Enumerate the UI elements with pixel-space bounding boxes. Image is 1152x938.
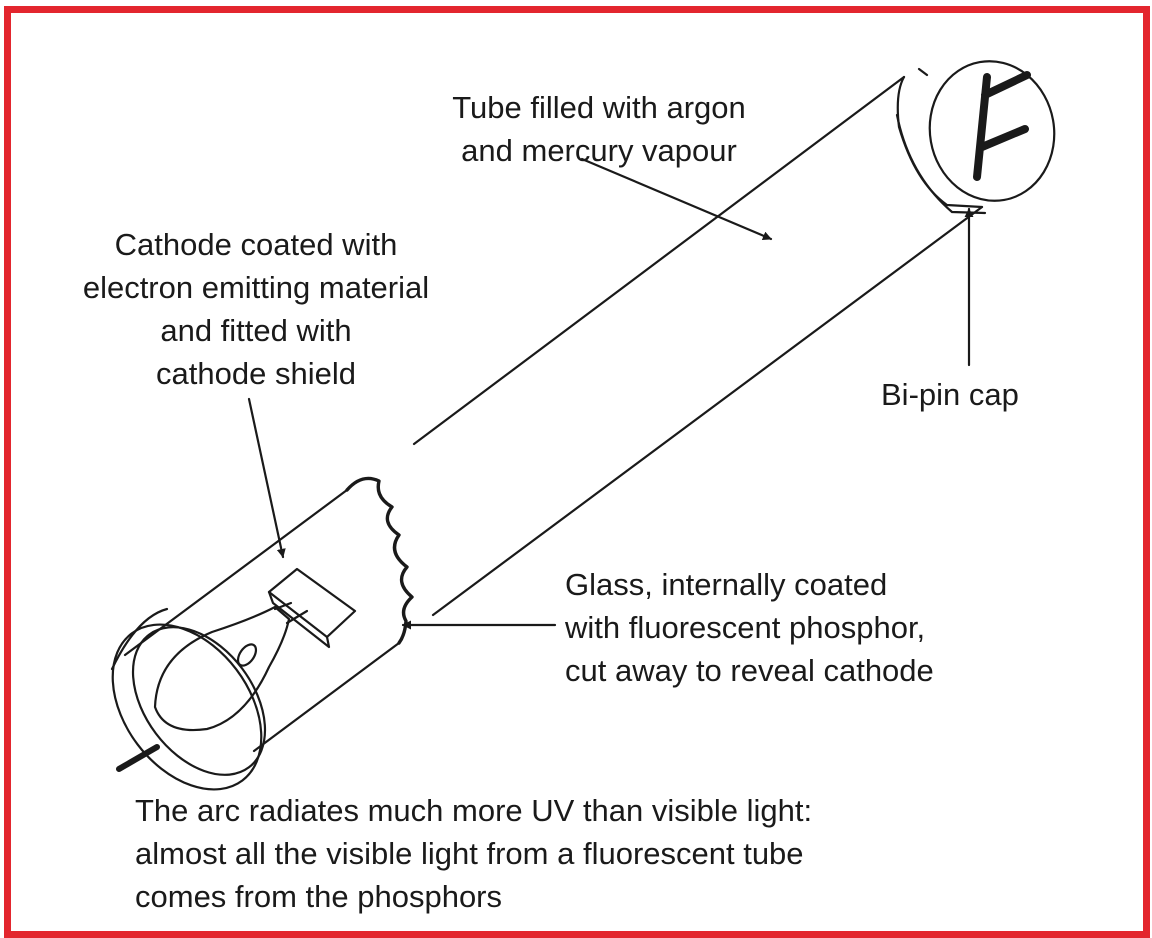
caption: The arc radiates much more UV than visib… xyxy=(135,789,812,918)
left-pin xyxy=(116,744,160,772)
bi-pin-contacts xyxy=(973,71,1031,181)
cathode-label: Cathode coated with electron emitting ma… xyxy=(41,223,471,395)
bipin-label: Bi-pin cap xyxy=(881,373,1019,416)
glass-label-line-1: Glass, internally coated xyxy=(565,567,888,602)
bipin-label-line-1: Bi-pin cap xyxy=(881,377,1019,412)
fluorescent-tube-diagram xyxy=(110,60,1056,791)
cathode-label-line-4: cathode shield xyxy=(156,356,356,391)
cathode-label-line-1: Cathode coated with xyxy=(114,227,398,262)
left-end-cap xyxy=(110,607,267,791)
diagram-frame: Tube filled with argon and mercury vapou… xyxy=(4,6,1150,938)
cathode-label-line-3: and fitted with xyxy=(160,313,352,348)
glass-label-line-3: cut away to reveal cathode xyxy=(565,653,934,688)
glass-label: Glass, internally coated with fluorescen… xyxy=(565,563,934,692)
right-end-cap xyxy=(895,60,1056,215)
caption-line-2: almost all the visible light from a fluo… xyxy=(135,836,804,871)
cutaway-edge xyxy=(345,476,414,645)
cathode-label-line-2: electron emitting material xyxy=(82,270,430,305)
caption-line-1: The arc radiates much more UV than visib… xyxy=(135,793,813,828)
caption-line-3: comes from the phosphors xyxy=(135,879,503,914)
glass-label-line-2: with fluorescent phosphor, xyxy=(565,610,926,645)
cathode-assembly xyxy=(153,567,357,732)
gas-label-line-2: and mercury vapour xyxy=(461,133,737,168)
gas-label-line-1: Tube filled with argon xyxy=(452,90,746,125)
gas-label: Tube filled with argon and mercury vapou… xyxy=(424,86,774,172)
cathode-shield xyxy=(267,567,357,639)
cathode-arrow xyxy=(247,397,286,559)
tube-bottom-edge xyxy=(252,205,984,753)
gas-arrow xyxy=(580,157,773,241)
